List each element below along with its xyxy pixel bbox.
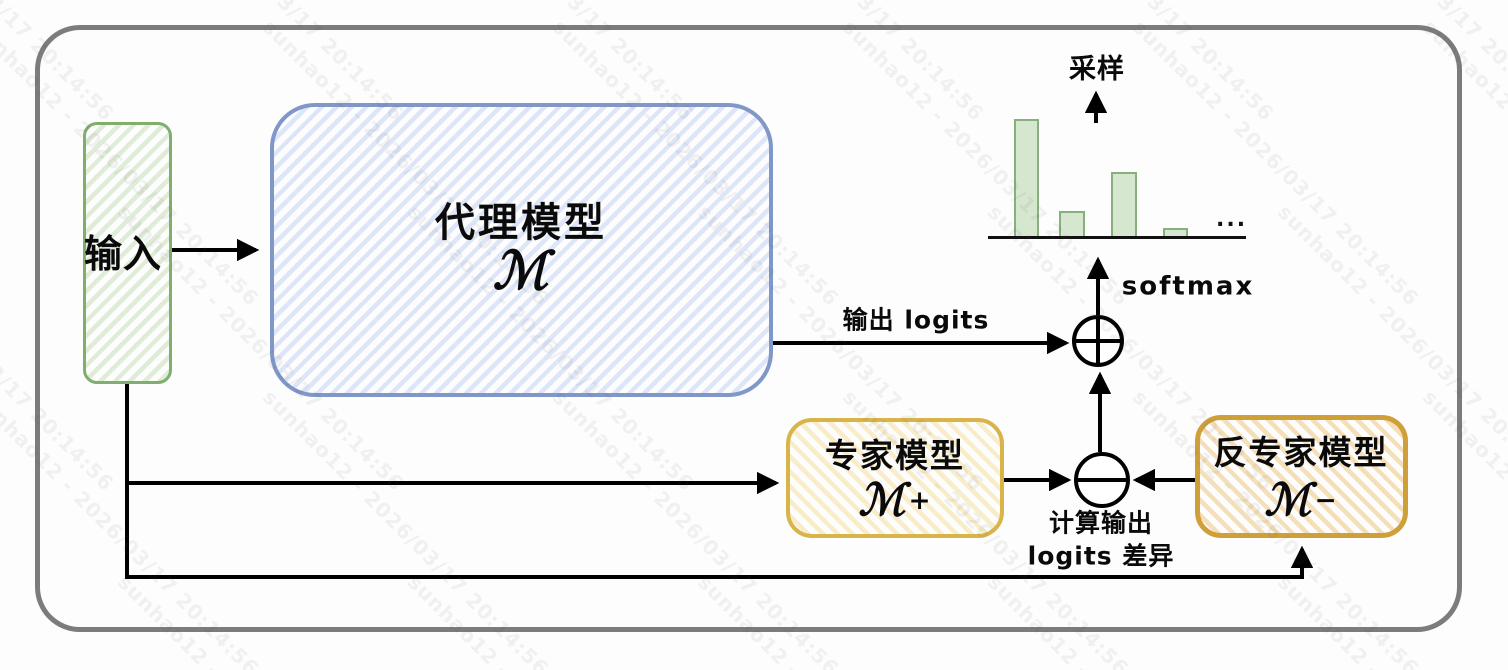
antiexpert-model-label: 反专家模型	[1213, 432, 1389, 472]
proxy-model-node	[270, 103, 773, 397]
antiexpert-symbol-sup: −	[1314, 484, 1338, 516]
chart-bar	[1111, 172, 1137, 236]
chart-ellipsis: ...	[1216, 207, 1248, 232]
add-operator-icon	[1072, 315, 1124, 367]
sampling-label: 采样	[1069, 54, 1125, 86]
expert-symbol-m: ℳ	[858, 474, 907, 526]
output-logits-label: 输出 logits	[842, 305, 990, 335]
chart-bar	[1014, 119, 1039, 236]
probability-bar-chart: ...	[988, 112, 1246, 239]
input-label: 输入	[83, 232, 163, 277]
expert-symbol-sup: +	[908, 484, 932, 516]
expert-model-label: 专家模型	[825, 435, 965, 475]
antiexpert-model-symbol: ℳ−	[1264, 474, 1338, 526]
logits-diff-label-line2: logits 差异	[1027, 541, 1175, 571]
outer-frame	[35, 25, 1462, 632]
input-node	[83, 122, 172, 384]
arrow-input-to-antiexpert	[125, 483, 1314, 579]
antiexpert-symbol-m: ℳ	[1264, 474, 1313, 526]
expert-model-node	[786, 418, 1004, 538]
antiexpert-model-node	[1195, 415, 1408, 538]
arrow-input-to-expert	[125, 384, 780, 495]
proxy-model-label: 代理模型	[435, 200, 607, 246]
logits-diff-label-line1: 计算输出	[1048, 508, 1154, 538]
expert-model-symbol: ℳ+	[858, 474, 932, 526]
proxy-model-symbol: ℳ	[492, 240, 550, 302]
softmax-label: softmax	[1121, 271, 1255, 302]
chart-bar	[1059, 211, 1085, 236]
chart-bar	[1163, 228, 1188, 236]
subtract-operator-icon	[1074, 452, 1130, 508]
